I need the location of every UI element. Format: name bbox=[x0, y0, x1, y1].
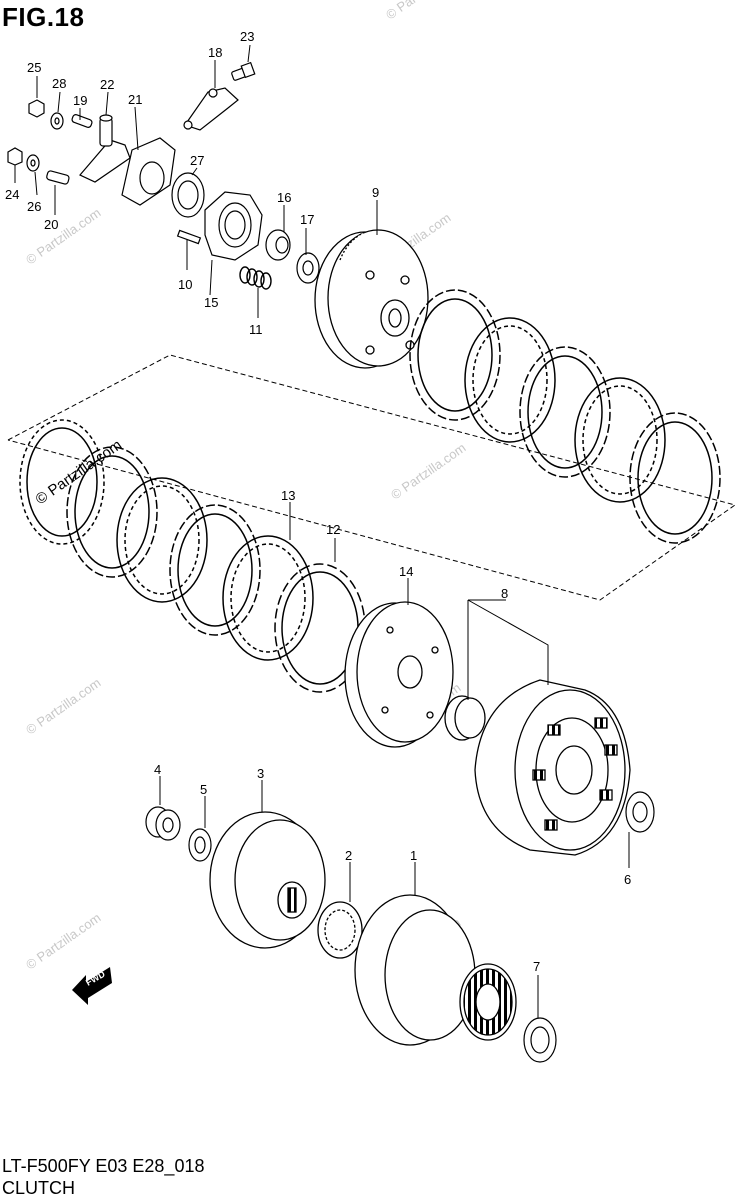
callout-1: 1 bbox=[410, 848, 417, 863]
sleeve-hub-9 bbox=[314, 229, 429, 369]
release-plate-21 bbox=[121, 137, 176, 206]
diagram-name: CLUTCH bbox=[2, 1178, 76, 1198]
drive-plate bbox=[169, 504, 261, 636]
callout-15: 15 bbox=[204, 295, 218, 310]
callout-5: 5 bbox=[200, 782, 207, 797]
bushing-8 bbox=[444, 695, 486, 741]
watermark: © Partzilla.com bbox=[383, 0, 463, 22]
bearing-27 bbox=[171, 172, 205, 218]
callout-6: 6 bbox=[624, 872, 631, 887]
callout-28: 28 bbox=[52, 76, 66, 91]
plate-group-outline bbox=[7, 354, 737, 601]
driven-plate bbox=[574, 377, 666, 503]
nut-24 bbox=[7, 147, 23, 166]
bolt-10 bbox=[176, 229, 202, 245]
screw-20 bbox=[46, 170, 70, 185]
callout-16: 16 bbox=[277, 190, 291, 205]
watermark: © Partzilla.com bbox=[388, 440, 468, 503]
callout-20: 20 bbox=[44, 217, 58, 232]
callout-21: 21 bbox=[128, 92, 142, 107]
callout-13: 13 bbox=[281, 488, 295, 503]
driven-plate bbox=[464, 317, 556, 443]
washer-26 bbox=[26, 154, 40, 172]
callout-12: 12 bbox=[326, 522, 340, 537]
drive-plate bbox=[66, 446, 158, 578]
callout-25: 25 bbox=[27, 60, 41, 75]
watermark: © Partzilla.com bbox=[23, 205, 103, 268]
nut-25 bbox=[28, 99, 45, 118]
callout-11: 11 bbox=[249, 322, 263, 337]
one-way-clutch-2 bbox=[317, 901, 363, 959]
figure-title: FIG.18 bbox=[2, 2, 85, 32]
washer-6 bbox=[625, 791, 655, 833]
forward-arrow-icon: FWD bbox=[72, 967, 112, 1005]
leader-lines bbox=[14, 44, 630, 1018]
callout-3: 3 bbox=[257, 766, 264, 781]
washer-28 bbox=[50, 112, 64, 130]
nut-4 bbox=[145, 806, 181, 841]
watermark: © Partzilla.com bbox=[23, 675, 103, 738]
callout-10: 10 bbox=[178, 277, 192, 292]
callout-7: 7 bbox=[533, 959, 540, 974]
callout-23: 23 bbox=[240, 29, 254, 44]
callout-4: 4 bbox=[154, 762, 161, 777]
primary-drive-1 bbox=[354, 894, 517, 1046]
callout-19: 19 bbox=[73, 93, 87, 108]
callout-22: 22 bbox=[100, 77, 114, 92]
callout-8: 8 bbox=[501, 586, 508, 601]
callout-27: 27 bbox=[190, 153, 204, 168]
washer-5 bbox=[188, 828, 212, 862]
callout-26: 26 bbox=[27, 199, 41, 214]
screw-19 bbox=[71, 114, 93, 128]
callout-9: 9 bbox=[372, 185, 379, 200]
release-arm-18 bbox=[183, 87, 239, 131]
callout-17: 17 bbox=[300, 212, 314, 227]
clutch-housing-8 bbox=[474, 679, 631, 856]
clutch-shoe-3 bbox=[209, 811, 326, 949]
callout-labels: 1 2 3 4 5 6 7 8 9 10 11 12 13 14 15 16 1… bbox=[5, 29, 631, 974]
pressure-plate-14 bbox=[344, 601, 454, 748]
release-cam-22 bbox=[79, 114, 131, 183]
release-plate-15 bbox=[204, 191, 263, 261]
driven-plate bbox=[19, 419, 105, 545]
callout-14: 14 bbox=[399, 564, 413, 579]
driven-plate bbox=[116, 477, 208, 603]
washer-7 bbox=[523, 1017, 557, 1063]
driven-plate-13 bbox=[222, 535, 314, 661]
watermark: © Partzilla.com bbox=[23, 910, 103, 973]
diagram-code: LT-F500FY E03 E28_018 bbox=[2, 1156, 205, 1176]
callout-2: 2 bbox=[345, 848, 352, 863]
bolt-23 bbox=[231, 61, 256, 81]
drive-plate bbox=[629, 412, 721, 544]
callout-18: 18 bbox=[208, 45, 222, 60]
nut-16 bbox=[265, 229, 291, 261]
washer-17 bbox=[296, 252, 320, 284]
callout-24: 24 bbox=[5, 187, 19, 202]
spring-11 bbox=[239, 266, 272, 290]
drive-plate bbox=[409, 289, 501, 421]
drive-plate bbox=[519, 346, 611, 478]
